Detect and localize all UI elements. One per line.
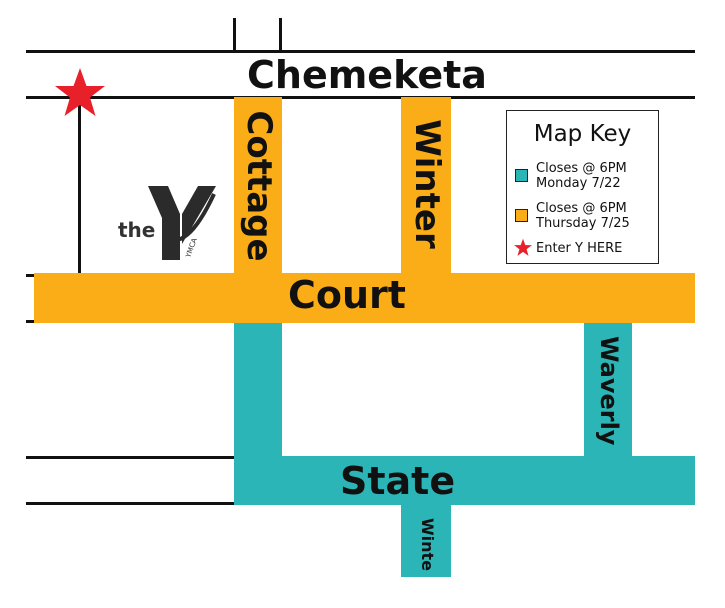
chemeketa-label: Chemeketa <box>247 53 487 97</box>
alley-right-edge <box>279 18 282 52</box>
map-key: Map Key Closes @ 6PM Monday 7/22 Closes … <box>506 110 659 264</box>
ymca-logo-wordmark: the <box>118 218 156 242</box>
winter-street-closure <box>401 97 451 275</box>
ymca-lot-edge <box>78 98 81 276</box>
court-street-closure <box>34 273 695 323</box>
street-west-upper <box>26 456 234 459</box>
alley-left-edge <box>233 18 236 52</box>
waverly-label: Waverly <box>595 336 623 446</box>
winter-south-closure <box>401 503 451 577</box>
map-key-title: Map Key <box>533 121 632 147</box>
orange-swatch <box>515 209 528 222</box>
cottage-label: Cottage <box>239 110 279 262</box>
winter-south-label: Winte <box>418 518 437 572</box>
entrance-star-icon <box>55 68 105 116</box>
key-item-entrance-text: Enter Y HERE <box>536 241 623 256</box>
chemeketa-south-edge <box>26 96 695 99</box>
key-star-icon <box>514 238 532 256</box>
cottage-street-closure <box>234 97 282 275</box>
key-item-orange-text: Closes @ 6PM Thursday 7/25 <box>536 201 630 231</box>
ymca-logo-icon: YMCA <box>148 186 216 260</box>
winter-label: Winter <box>407 119 447 249</box>
state-label: State <box>340 459 456 503</box>
waverly-street-closure <box>584 323 632 458</box>
cottage-south-closure <box>234 323 282 463</box>
state-street-closure <box>234 456 695 505</box>
court-label: Court <box>288 273 406 317</box>
court-west-stub <box>26 320 36 323</box>
ymca-logo-subtext: YMCA <box>184 237 199 260</box>
chemeketa-north-edge <box>26 50 695 53</box>
key-item-teal-text: Closes @ 6PM Monday 7/22 <box>536 161 627 191</box>
street-west-lower <box>26 502 234 505</box>
teal-swatch <box>515 169 528 182</box>
